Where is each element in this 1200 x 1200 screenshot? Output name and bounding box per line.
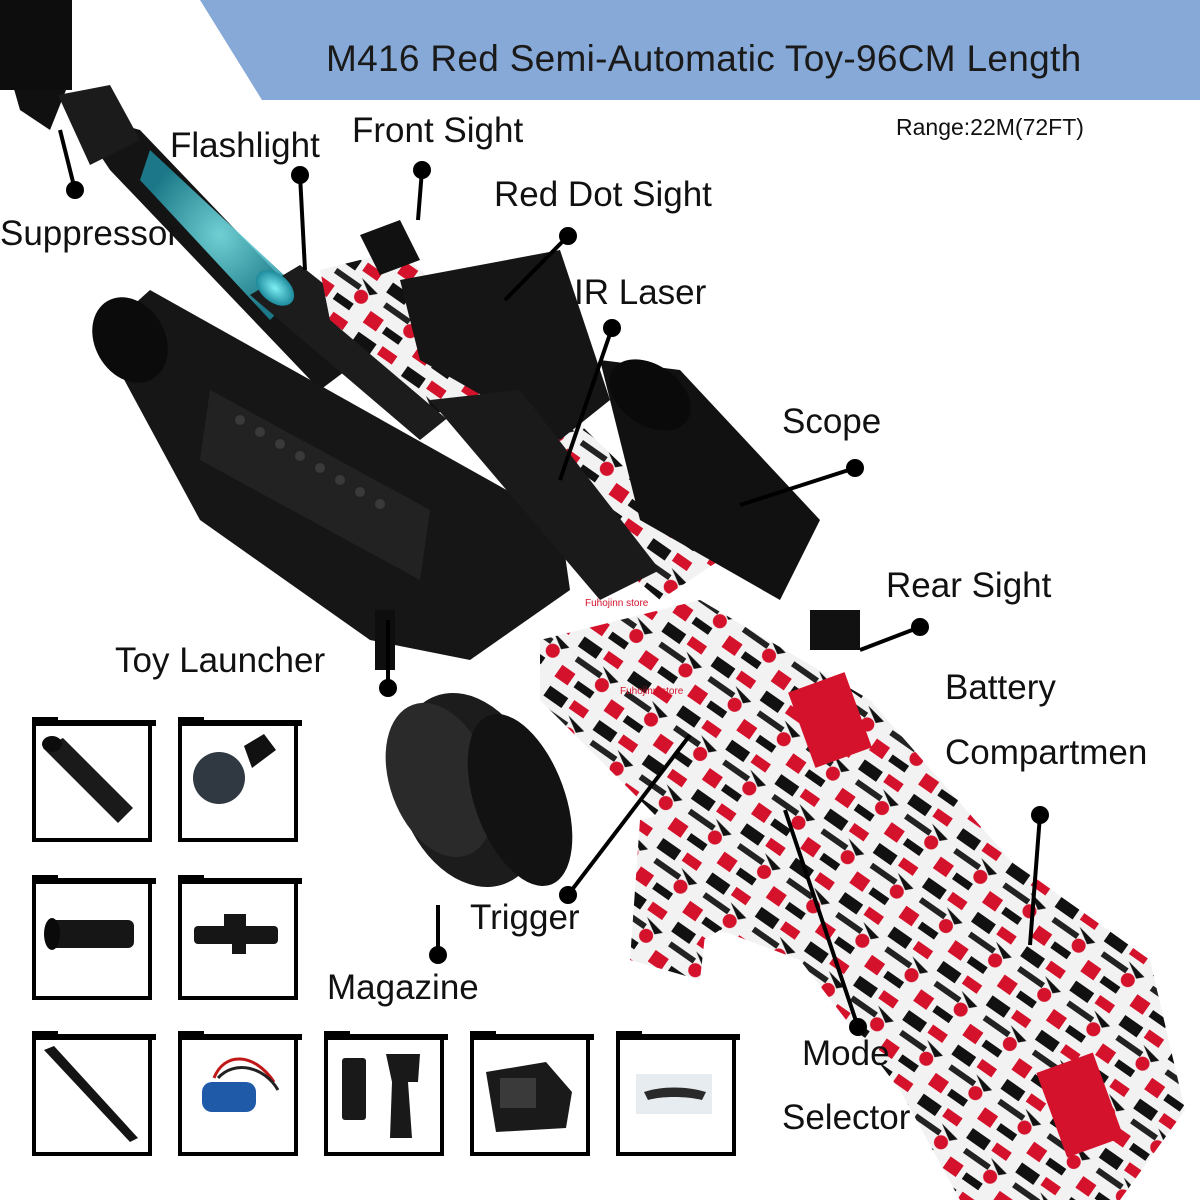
label-magazine: Magazine	[327, 968, 479, 1007]
accessory-thumb	[32, 875, 156, 1000]
accessory-thumb	[32, 1031, 156, 1156]
label-red-dot-sight: Red Dot Sight	[494, 175, 712, 214]
flashlight	[250, 265, 470, 440]
cleaning-rod-icon	[44, 1046, 138, 1142]
label-flashlight: Flashlight	[170, 126, 320, 165]
label-scope: Scope	[782, 402, 882, 441]
label-toy-launcher: Toy Launcher	[115, 641, 326, 680]
accessory-thumb	[178, 875, 302, 1000]
sling-pad-icon	[193, 734, 276, 804]
label-rear-sight: Rear Sight	[886, 566, 1052, 605]
product-title: M416 Red Semi-Automatic Toy-96CM Length	[326, 38, 1082, 79]
suppressor	[0, 0, 140, 165]
label-front-sight: Front Sight	[352, 111, 524, 150]
accessory-thumb	[324, 1031, 448, 1156]
drum-magazine	[385, 693, 573, 887]
label-suppressor: Suppressor	[0, 214, 179, 253]
red-dot-sight-icon	[486, 1062, 572, 1132]
battery-pack-icon	[202, 1057, 280, 1112]
toy-launcher	[92, 290, 570, 670]
label-battery-compartment: Compartmen	[945, 733, 1148, 772]
rail-handguard-icon	[42, 736, 133, 823]
upper-receiver	[320, 220, 860, 650]
accessory-thumb	[470, 1031, 594, 1156]
accessory-thumb	[178, 1031, 302, 1156]
label-ir-laser: IR Laser	[574, 273, 707, 312]
watermark-text: Fuhojinn store	[585, 598, 649, 609]
safety-goggles-icon	[636, 1074, 712, 1114]
watermark-text: Fuhojinn store	[620, 686, 684, 697]
callout-lines	[58, 129, 1049, 1036]
tactical-flashlight-icon	[44, 918, 134, 950]
label-mode-selector: Selector	[782, 1098, 911, 1137]
accessory-thumb	[32, 717, 156, 842]
accessory-thumb	[178, 717, 302, 842]
label-mode: Mode	[802, 1034, 890, 1073]
range-spec: Range:22M(72FT)	[896, 114, 1084, 140]
title-banner	[200, 0, 1200, 100]
label-battery: Battery	[945, 668, 1056, 707]
laser-scope-icon	[194, 914, 278, 954]
label-trigger: Trigger	[470, 898, 580, 937]
flash-hider-and-grip-icon	[342, 1054, 420, 1138]
accessory-thumb	[616, 1031, 740, 1156]
lower-receiver-and-stock	[540, 600, 1185, 1200]
